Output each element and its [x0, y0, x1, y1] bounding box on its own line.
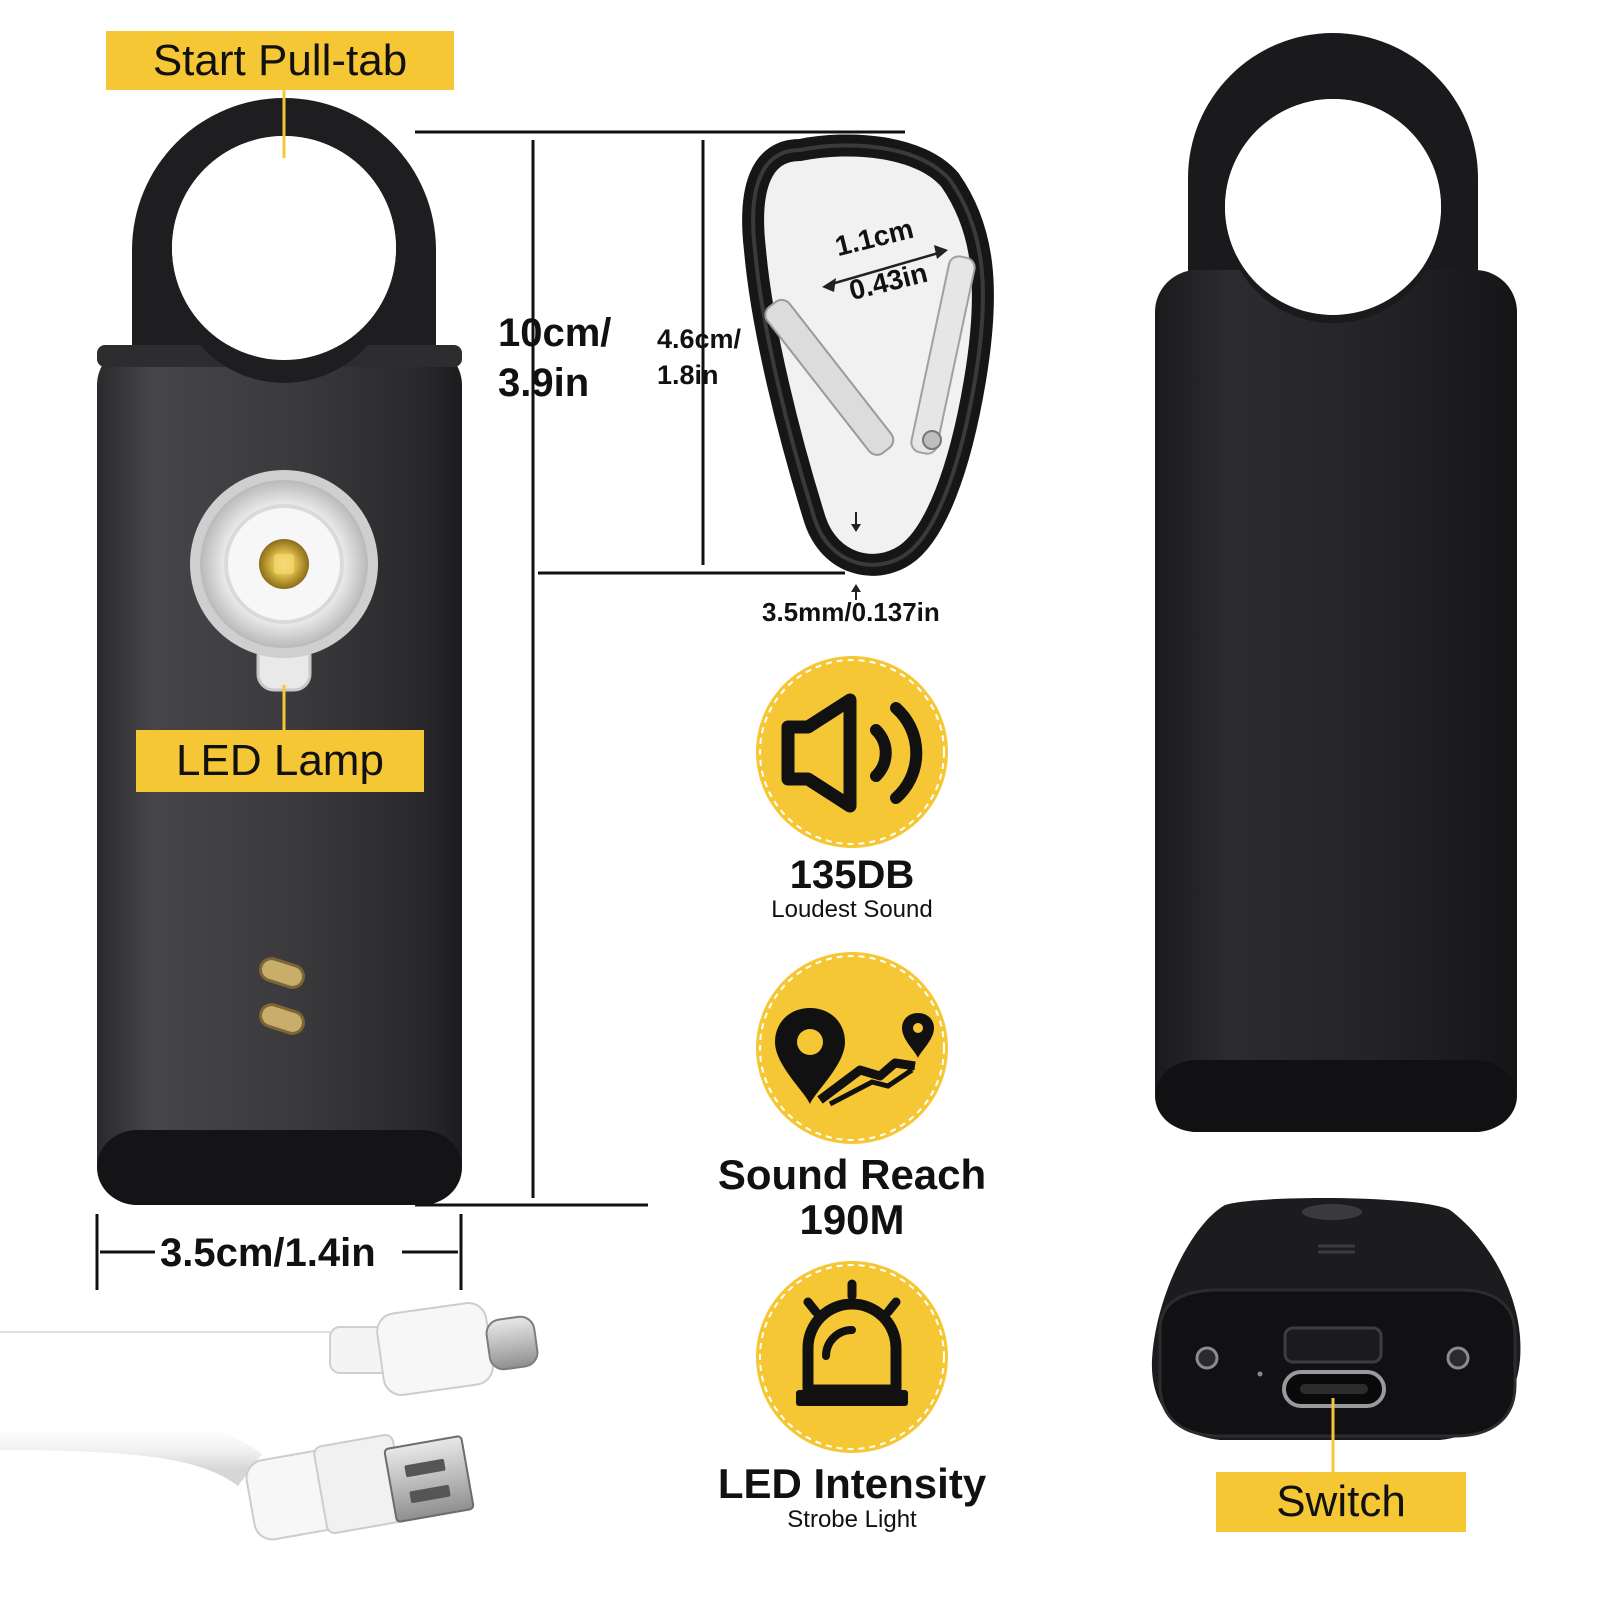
thickness-dimension: 3.5mm/0.137in [762, 597, 940, 627]
start-pull-tab-label: Start Pull-tab [106, 31, 454, 90]
speaker-icon [781, 693, 923, 813]
loudness-caption: Loudest Sound [771, 896, 933, 923]
usb-cable [0, 1302, 539, 1541]
width-dimension: 3.5cm/1.4in [160, 1231, 376, 1275]
siren-light-icon [796, 1279, 908, 1406]
led-intensity-title: LED Intensity [717, 1460, 987, 1507]
carabiner-height-cm: 4.6cm/ [657, 324, 742, 354]
led-intensity-caption: Strobe Light [787, 1506, 917, 1533]
sound-reach-value: 190M [799, 1196, 905, 1243]
loudness-value: 135DB [789, 853, 915, 897]
switch-label: Switch [1216, 1472, 1466, 1532]
feature-circle-reach [756, 952, 948, 1144]
led-lamp-label: LED Lamp [136, 730, 424, 792]
carabiner-height-in: 1.8in [657, 360, 719, 390]
height-dimension-in: 3.9in [498, 361, 590, 405]
location-route-icon [775, 1008, 934, 1107]
sound-reach-title: Sound Reach [717, 1151, 987, 1198]
height-dimension-cm: 10cm/ [498, 311, 612, 355]
